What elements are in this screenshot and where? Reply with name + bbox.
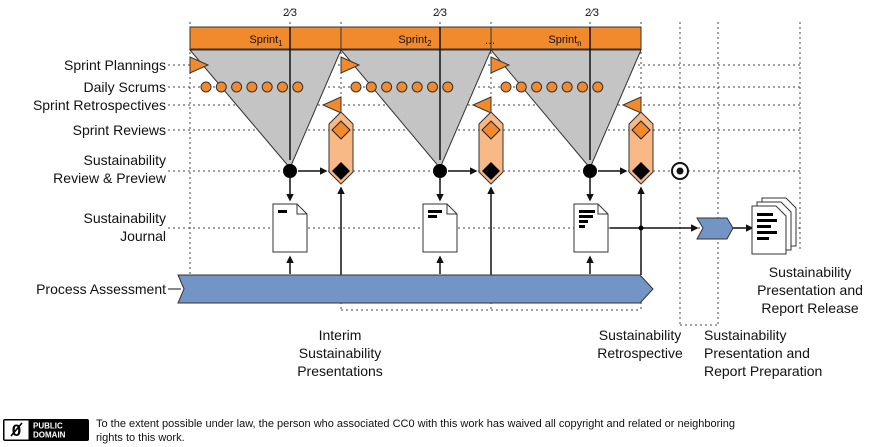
- daily-scrum-dot: [246, 81, 258, 93]
- license-text-line-2: rights to this work.: [96, 432, 185, 444]
- fraction-label-2: 2⁄3: [433, 7, 447, 19]
- fraction-label-1: 2⁄3: [283, 7, 297, 19]
- cc0-public: PUBLIC: [33, 422, 63, 431]
- label-sustainability-journal-1: Sustainability: [84, 210, 167, 226]
- daily-scrum-dot: [396, 81, 408, 93]
- label-sprint-plannings: Sprint Plannings: [64, 57, 166, 73]
- sprint-ellipsis: …: [485, 35, 496, 47]
- planning-marker-1: [189, 56, 210, 74]
- retro-marker-2: [471, 96, 492, 114]
- sprint-funnel-1: [188, 49, 342, 169]
- daily-scrum-dot: [292, 81, 304, 93]
- review-decision-1: [332, 162, 350, 180]
- review-diamond-1: [331, 120, 351, 140]
- daily-scrum-dot: [381, 81, 393, 93]
- review-column-n: [628, 111, 654, 185]
- journal-documents: [272, 203, 609, 253]
- daily-scrum-dot: [365, 81, 377, 93]
- label-sprint-reviews: Sprint Reviews: [73, 122, 166, 138]
- review-dot-1: [283, 164, 297, 178]
- label-interim-3: Presentations: [297, 363, 383, 379]
- journal-doc-2-icon: [422, 203, 458, 253]
- daily-scrum-dot: [531, 81, 543, 93]
- label-release-2: Presentation and: [757, 282, 863, 298]
- review-column-2: [478, 111, 504, 185]
- label-release-3: Report Release: [761, 300, 858, 316]
- review-dot-n: [583, 164, 597, 178]
- fraction-label-3: 2⁄3: [585, 7, 599, 19]
- review-diamond-2: [481, 120, 501, 140]
- review-column-1: [328, 111, 354, 185]
- daily-scrum-dot: [546, 81, 558, 93]
- retro-marker-1: [321, 96, 342, 114]
- sprint-funnel-n: [489, 49, 642, 169]
- label-process-assessment: Process Assessment: [36, 281, 166, 297]
- review-dots: [283, 164, 644, 231]
- daily-scrum-dot: [411, 81, 423, 93]
- sprint-label-2: Sprint2: [398, 34, 432, 48]
- label-prep-3: Report Preparation: [704, 363, 822, 379]
- daily-scrum-dot: [577, 81, 588, 93]
- junction-dot: [638, 225, 644, 231]
- label-sustainability-review-1: Sustainability: [84, 152, 167, 168]
- retro-marker-n: [621, 96, 642, 114]
- label-retro-1: Sustainability: [599, 327, 682, 343]
- journal-doc-n-icon: [573, 203, 609, 253]
- flow-lines: [286, 27, 754, 275]
- daily-scrum-dot: [231, 81, 243, 93]
- sprint-funnels: [188, 49, 642, 169]
- label-retro-2: Retrospective: [597, 345, 683, 361]
- label-prep-1: Sustainability: [704, 327, 787, 343]
- daily-scrum-dot: [561, 81, 573, 93]
- row-labels: Sprint Plannings Daily Scrums Sprint Ret…: [33, 57, 167, 297]
- review-dot-2: [433, 164, 447, 178]
- daily-scrum-dot: [592, 81, 604, 93]
- label-interim-2: Sustainability: [299, 345, 382, 361]
- label-interim-1: Interim: [319, 327, 362, 343]
- bottom-labels: Interim Sustainability Presentations Sus…: [297, 264, 863, 379]
- sprint-label-1: Sprint1: [249, 34, 283, 48]
- label-sprint-retrospectives: Sprint Retrospectives: [33, 97, 166, 113]
- cc0-license-badge: 0 PUBLIC DOMAIN: [3, 419, 89, 441]
- daily-scrum-dot: [277, 81, 288, 93]
- daily-scrum-dot: [200, 81, 212, 93]
- review-decision-2: [482, 162, 500, 180]
- daily-scrum-dot: [427, 81, 438, 93]
- review-diamond-n: [631, 120, 651, 140]
- retrospective-markers: [321, 96, 642, 114]
- daily-scrum-dot: [215, 81, 227, 93]
- label-prep-2: Presentation and: [704, 345, 810, 361]
- bottom-brackets: [341, 309, 718, 326]
- daily-scrum-dot: [261, 81, 273, 93]
- sprint-funnel-2: [339, 49, 492, 169]
- process-assessment-arrow: [177, 274, 654, 304]
- planning-marker-n: [490, 56, 511, 74]
- planning-marker-2: [340, 56, 361, 74]
- end-node-icon: [671, 162, 689, 180]
- label-release-1: Sustainability: [769, 264, 852, 280]
- prep-chevron-icon: [696, 217, 734, 240]
- cc0-domain: DOMAIN: [33, 431, 66, 440]
- label-sustainability-journal-2: Journal: [120, 228, 166, 244]
- fraction-labels: 2⁄3 2⁄3 2⁄3: [283, 7, 599, 19]
- cc0-slash: [10, 422, 23, 437]
- sprint-bars: Sprint1 Sprint2 Sprintn …: [189, 26, 642, 50]
- sprint-label-n: Sprintn: [548, 34, 581, 48]
- daily-scrum-dot: [442, 81, 454, 93]
- journal-doc-1-icon: [272, 203, 308, 253]
- sprint-bar-n: [490, 26, 642, 50]
- label-daily-scrums: Daily Scrums: [84, 79, 166, 95]
- release-docs-icon: [751, 197, 797, 255]
- sprint-planning-markers: [189, 56, 511, 74]
- label-sustainability-review-2: Review & Preview: [53, 170, 167, 186]
- daily-scrum-dot: [350, 81, 362, 93]
- daily-scrum-dot: [515, 81, 527, 93]
- daily-scrum-dot: [500, 81, 512, 93]
- daily-scrum-markers: [200, 81, 604, 93]
- review-decision-n: [632, 162, 650, 180]
- license-text-line-1: To the extent possible under law, the pe…: [96, 418, 735, 430]
- sprint-review-columns: [328, 111, 654, 185]
